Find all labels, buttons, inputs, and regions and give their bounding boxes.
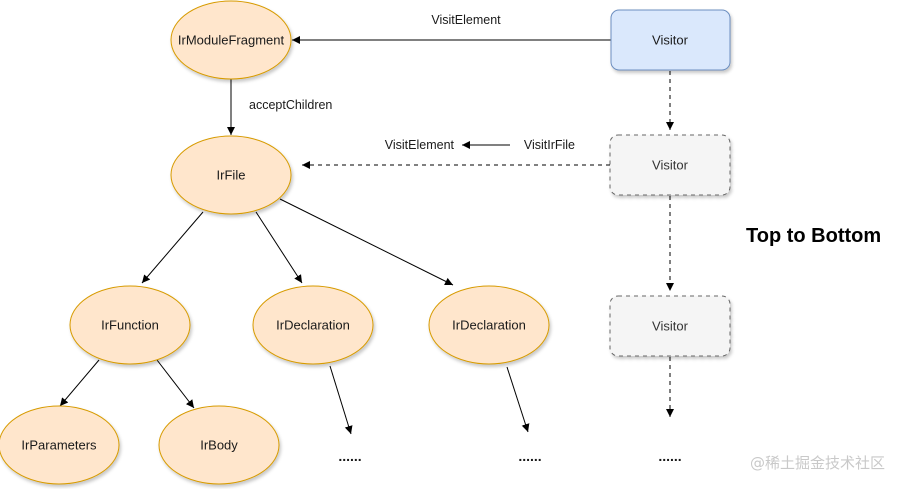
node-ir-file: IrFile: [170, 135, 292, 215]
node-ir-module-fragment-label: IrModuleFragment: [178, 33, 285, 48]
edge-irfunction-to-irparameters: [59, 359, 100, 407]
edge-irdeclaration-1-to-more: [329, 365, 353, 435]
edge-label-visit-element-top: VisitElement: [431, 13, 501, 27]
visitor-primary: Visitor: [610, 9, 731, 71]
node-ir-body-label: IrBody: [200, 438, 238, 453]
edge-irdeclaration-2-to-more: [506, 366, 530, 433]
visitor-secondary: Visitor: [609, 134, 731, 196]
node-ir-parameters-shape: [0, 405, 120, 485]
direction-heading: Top to Bottom: [746, 225, 881, 247]
visitor-tertiary: Visitor: [609, 295, 731, 357]
edge-irfile-to-irdeclaration-2: [279, 198, 454, 286]
edge-irfunction-to-irbody: [156, 359, 195, 409]
node-ir-body: IrBody: [158, 405, 280, 485]
declaration-2-more-dots: ......: [518, 448, 541, 464]
node-ir-declaration-1-shape: [252, 285, 374, 365]
node-ir-file-shape: [170, 135, 292, 215]
node-ir-function: IrFunction: [69, 285, 191, 365]
visitor-more-dots: ......: [658, 448, 681, 464]
node-ir-parameters-label: IrParameters: [21, 438, 97, 453]
visitor-tertiary-label: Visitor: [652, 319, 689, 334]
visitor-primary-box: [610, 9, 731, 71]
visitor-secondary-box: [609, 134, 731, 196]
node-ir-body-shape: [158, 405, 280, 485]
edge-label-visit-element-mid: VisitElement: [385, 138, 455, 152]
edge-irfile-to-irdeclaration-1: [255, 211, 303, 284]
node-ir-declaration-1-label: IrDeclaration: [276, 318, 350, 333]
visitor-secondary-label: Visitor: [652, 158, 689, 173]
watermark: @稀土掘金技术社区: [750, 454, 885, 472]
node-ir-declaration-2: IrDeclaration: [428, 285, 550, 365]
node-ir-file-label: IrFile: [217, 168, 246, 183]
edge-irfile-to-irfunction: [141, 211, 204, 284]
node-ir-function-shape: [69, 285, 191, 365]
node-ir-declaration-2-label: IrDeclaration: [452, 318, 526, 333]
node-ir-declaration-2-shape: [428, 285, 550, 365]
node-ir-module-fragment-shape: [170, 0, 292, 80]
visitor-primary-label: Visitor: [652, 33, 689, 48]
edge-label-visit-ir-file: VisitIrFile: [524, 138, 575, 152]
visitor-tertiary-box: [609, 295, 731, 357]
node-ir-module-fragment: IrModuleFragment: [170, 0, 292, 80]
declaration-1-more-dots: ......: [338, 448, 361, 464]
node-ir-declaration-1: IrDeclaration: [252, 285, 374, 365]
node-ir-function-label: IrFunction: [101, 318, 159, 333]
node-ir-parameters: IrParameters: [0, 405, 120, 485]
edge-label-accept-children: acceptChildren: [249, 98, 332, 112]
